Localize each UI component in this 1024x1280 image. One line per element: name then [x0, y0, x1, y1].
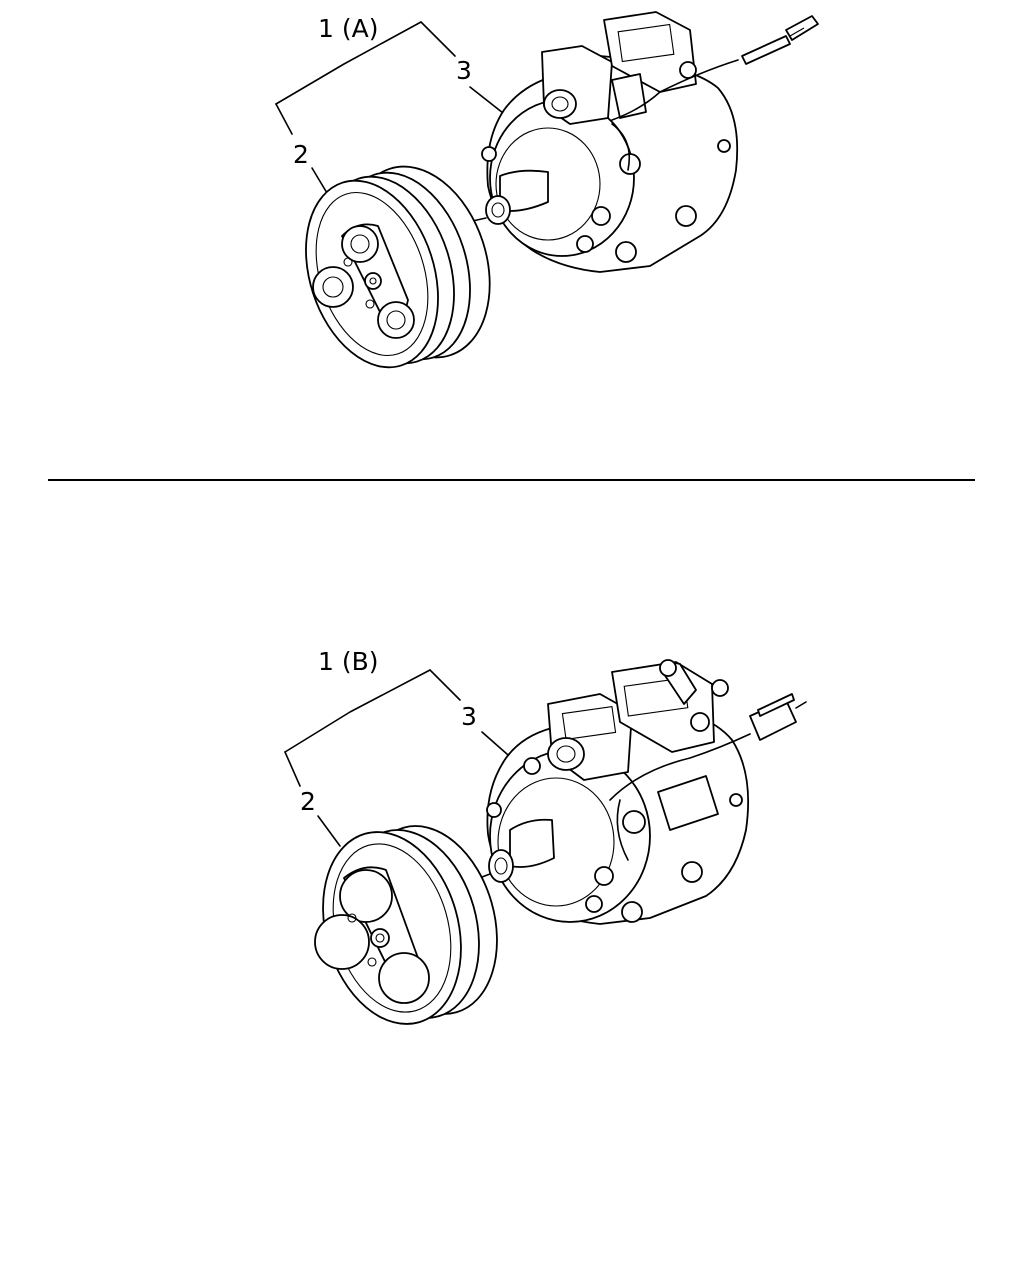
compressor-a [481, 11, 819, 273]
assembly-a: 1 (A) 3 2 [275, 11, 819, 369]
compressor-a-label: 3 [456, 56, 472, 85]
compressor-b [486, 659, 807, 925]
pulley-b-label: 2 [300, 787, 316, 816]
assembly-a-label: 1 (A) [318, 14, 378, 43]
pulley-a-label: 2 [293, 140, 309, 169]
compressor-b-label: 3 [461, 702, 477, 731]
pulley-clutch-a [305, 165, 491, 369]
pulley-clutch-b [314, 825, 498, 1025]
assembly-b-bracket [284, 669, 517, 847]
assembly-b-label: 1 (B) [318, 647, 379, 676]
assembly-b: 1 (B) 3 2 [284, 647, 807, 1025]
assembly-a-bracket [275, 21, 504, 199]
